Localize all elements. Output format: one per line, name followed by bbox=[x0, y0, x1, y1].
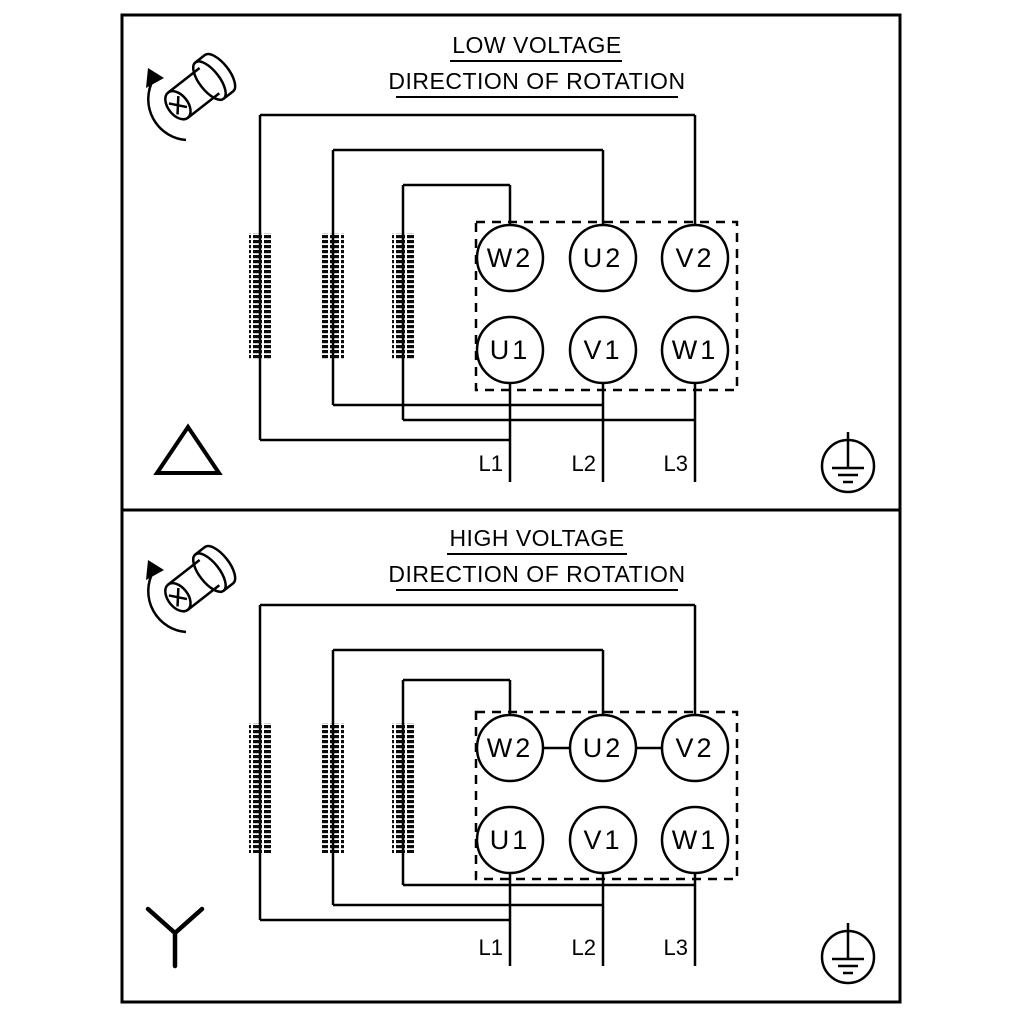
terminal-w2 bbox=[475, 713, 545, 783]
terminal-u1-label: U1 bbox=[490, 825, 531, 855]
terminal-u2 bbox=[568, 223, 638, 293]
high-voltage-panel: HIGH VOLTAGE DIRECTION OF ROTATION W2 U2… bbox=[120, 508, 902, 1004]
star-connection-icon bbox=[145, 906, 205, 969]
low-voltage-title: LOW VOLTAGE bbox=[452, 32, 622, 58]
earth-ground-icon bbox=[820, 430, 876, 494]
terminal-w1 bbox=[660, 805, 730, 875]
line-label-l3: L3 bbox=[664, 935, 688, 960]
earth-ground-icon bbox=[820, 921, 876, 985]
terminal-v2-label: V2 bbox=[675, 243, 714, 273]
high-voltage-title: HIGH VOLTAGE bbox=[449, 525, 624, 551]
terminal-box bbox=[474, 710, 739, 881]
terminal-w1-label: W1 bbox=[672, 335, 719, 365]
terminal-v1 bbox=[568, 315, 638, 385]
line-label-l1: L1 bbox=[479, 451, 503, 476]
high-voltage-subtitle: DIRECTION OF ROTATION bbox=[388, 561, 685, 587]
terminal-v1-label: V1 bbox=[583, 335, 622, 365]
line-label-l1: L1 bbox=[479, 935, 503, 960]
winding-coil bbox=[322, 723, 344, 853]
terminal-u1 bbox=[475, 805, 545, 875]
terminal-u2-label: U2 bbox=[583, 243, 624, 273]
winding-coil bbox=[392, 233, 414, 360]
terminal-u2 bbox=[568, 713, 638, 783]
winding-coil bbox=[249, 233, 271, 360]
terminal-v2 bbox=[660, 713, 730, 783]
low-voltage-subtitle: DIRECTION OF ROTATION bbox=[388, 68, 685, 94]
terminal-v1-label: V1 bbox=[583, 825, 622, 855]
terminal-w1-label: W1 bbox=[672, 825, 719, 855]
terminal-v1 bbox=[568, 805, 638, 875]
terminal-w2 bbox=[475, 223, 545, 293]
terminal-v2 bbox=[660, 223, 730, 293]
line-label-l2: L2 bbox=[572, 935, 596, 960]
terminal-w2-label: W2 bbox=[487, 733, 534, 763]
low-voltage-panel: LOW VOLTAGE DIRECTION OF ROTATION W2 U2 … bbox=[120, 13, 902, 512]
terminal-w2-label: W2 bbox=[487, 243, 534, 273]
winding-coil bbox=[392, 723, 414, 853]
terminal-v2-label: V2 bbox=[675, 733, 714, 763]
line-label-l2: L2 bbox=[572, 451, 596, 476]
shaft-rotation-icon bbox=[144, 47, 243, 142]
line-label-l3: L3 bbox=[664, 451, 688, 476]
terminal-u1-label: U1 bbox=[490, 335, 531, 365]
delta-connection-icon bbox=[153, 423, 223, 475]
terminal-box bbox=[474, 220, 739, 392]
winding-coil bbox=[249, 723, 271, 853]
terminal-u1 bbox=[475, 315, 545, 385]
winding-coil bbox=[322, 233, 344, 360]
terminal-u2-label: U2 bbox=[583, 733, 624, 763]
terminal-w1 bbox=[660, 315, 730, 385]
shaft-rotation-icon bbox=[144, 539, 243, 634]
high-voltage-panel-border bbox=[120, 508, 902, 1004]
